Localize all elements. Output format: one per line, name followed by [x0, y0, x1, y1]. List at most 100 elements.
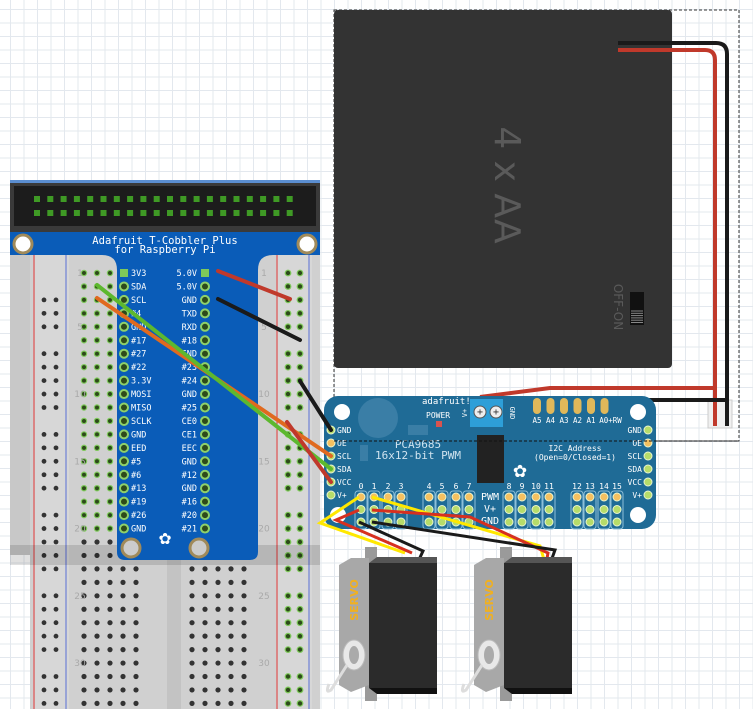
channel-pin[interactable] [612, 517, 622, 527]
cobbler-pin-label: #5 [131, 457, 141, 467]
cobbler-pin-label: GND [131, 525, 146, 535]
servo-motor-2[interactable]: SERVO [460, 547, 572, 701]
channel-pin[interactable] [599, 505, 609, 514]
pwm-mount-hole-tr [630, 404, 646, 420]
wire-gnd-black[interactable] [216, 297, 302, 342]
channel-pin[interactable] [531, 492, 541, 502]
row-number: 15 [74, 457, 85, 467]
address-jumper-label: A3 [559, 416, 568, 425]
battery-wire-red[interactable] [618, 48, 717, 426]
breadboard-hole [215, 579, 221, 585]
channel-pin[interactable] [544, 492, 554, 502]
gpio-pin [34, 196, 40, 202]
channel-pin[interactable] [504, 505, 514, 514]
row-number: 1 [261, 269, 267, 279]
servo-motor-1[interactable]: SERVO [325, 547, 437, 701]
breadboard-hole [106, 337, 114, 344]
channel-pin[interactable] [504, 492, 514, 502]
pwm-left-header-label: SCL [337, 452, 352, 461]
breadboard-hole [215, 593, 221, 599]
breadboard-hole [133, 566, 139, 572]
cobbler-pin-label: #6 [131, 471, 141, 481]
pca9685-board[interactable]: adafruit! POWER + + V+ GND PCA9685 16x12… [324, 396, 656, 530]
channel-pin[interactable] [464, 492, 474, 502]
channel-pin[interactable] [544, 517, 554, 527]
breadboard-hole [81, 687, 87, 693]
cobbler-pin-label: GND [182, 484, 197, 494]
pwm-left-header-label: GND [337, 426, 352, 435]
servo1-wire-signal[interactable] [316, 495, 406, 555]
breadboard-hole [81, 593, 87, 599]
channel-pin[interactable] [437, 492, 447, 502]
channel-pin[interactable] [572, 492, 582, 502]
breadboard-hole [284, 390, 292, 398]
breadboard-hole [80, 390, 88, 398]
channel-pin[interactable] [451, 492, 461, 502]
breadboard-hole [80, 337, 88, 344]
address-jumper-label: A4 [546, 416, 556, 425]
channel-pin[interactable] [572, 505, 582, 514]
channel-pin[interactable] [612, 505, 622, 514]
channel-pin[interactable] [531, 505, 541, 514]
breadboard-hole [81, 606, 87, 612]
channel-pin[interactable] [585, 505, 595, 514]
cobbler-pin [200, 523, 210, 534]
channel-number: 11 [544, 482, 554, 491]
cobbler-pin-label: 3.3V [131, 377, 151, 387]
breadboard-hole [53, 351, 59, 357]
channel-pin[interactable] [451, 505, 461, 514]
channel-pin[interactable] [531, 517, 541, 527]
breadboard-hole [228, 606, 234, 612]
breadboard-hole [296, 525, 304, 532]
breadboard-hole [53, 526, 59, 531]
cobbler-pin [119, 281, 129, 292]
battery-pack[interactable]: 4 x AA OFF-ON [334, 10, 733, 429]
wire-5v-red[interactable] [216, 269, 292, 301]
cobbler-pin-label: #24 [182, 377, 197, 387]
breadboard-hole [202, 660, 208, 666]
wire-gnd-to-pwm[interactable] [298, 379, 333, 432]
breadboard-hole [296, 457, 304, 465]
channel-pin[interactable] [504, 517, 514, 527]
channel-pin[interactable] [572, 517, 582, 527]
gpio-pin [100, 196, 107, 202]
t-cobbler[interactable]: Adafruit T-Cobbler Plus for Raspberry Pi… [10, 180, 320, 560]
channel-pin[interactable] [517, 492, 527, 502]
wire-sda-green[interactable] [95, 283, 333, 471]
channel-pin[interactable] [517, 517, 527, 527]
servo1-wire-power[interactable] [332, 508, 413, 555]
breadboard-hole [53, 539, 59, 545]
channel-pin[interactable] [464, 505, 474, 514]
breadboard-hole [94, 539, 100, 545]
channel-pin[interactable] [544, 505, 554, 514]
channel-pin[interactable] [424, 517, 434, 527]
breadboard-hole [228, 660, 234, 666]
power-led [436, 421, 442, 427]
breadboard-hole [202, 687, 208, 693]
channel-pin[interactable] [612, 492, 622, 502]
wire-battery-red-to-terminal[interactable] [479, 386, 715, 399]
channel-pin[interactable] [424, 492, 434, 502]
breadboard-hole [284, 552, 292, 559]
cobbler-pin [119, 456, 129, 467]
cobbler-pin [119, 429, 129, 440]
wire-vcc-red[interactable] [285, 420, 333, 484]
row-number: 30 [74, 659, 86, 669]
channel-pin[interactable] [517, 505, 527, 514]
breadboard-hole [107, 700, 113, 707]
power-switch[interactable] [630, 292, 644, 325]
battery-wire-black[interactable] [618, 41, 729, 426]
breadboard-hole [94, 552, 100, 559]
screw-cross-icon: + [477, 407, 483, 418]
cobbler-pin [200, 281, 210, 292]
cobbler-pin-label: #22 [131, 363, 146, 373]
gpio-pin [34, 210, 40, 216]
gpio-pin [73, 196, 80, 202]
channel-pin[interactable] [599, 492, 609, 502]
row-label-pwm: PWM [481, 492, 499, 503]
channel-pin[interactable] [599, 517, 609, 527]
channel-pin[interactable] [396, 492, 406, 502]
channel-pin[interactable] [437, 505, 447, 514]
channel-pin[interactable] [585, 517, 595, 527]
channel-pin[interactable] [585, 492, 595, 502]
